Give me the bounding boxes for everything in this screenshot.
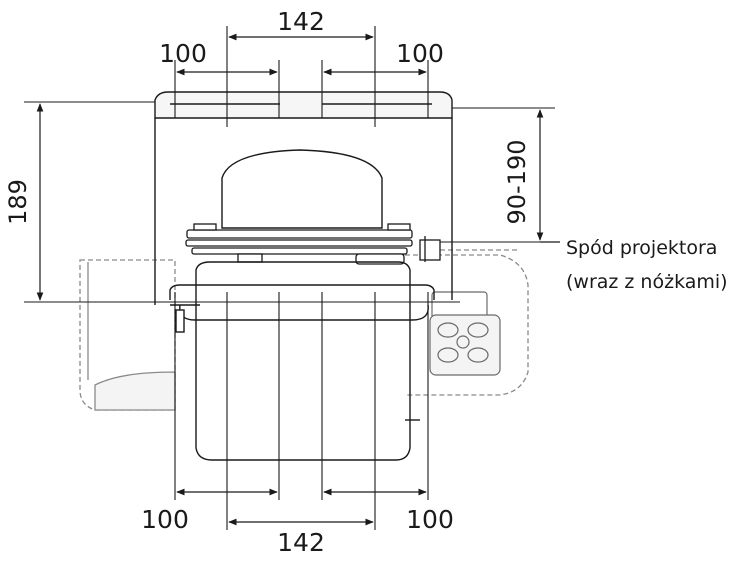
top-left-dimension-label: 100 bbox=[159, 39, 207, 68]
control-button-icon bbox=[437, 347, 459, 363]
dimension-arrows bbox=[36, 33, 560, 526]
bottom-left-dimension-label: 100 bbox=[141, 505, 189, 534]
projector-bottom-note-line2: (wraz z nóżkami) bbox=[566, 271, 728, 293]
projector-lens-area bbox=[87, 262, 176, 411]
top-right-dimension-label: 100 bbox=[396, 39, 444, 68]
extension-pipe bbox=[221, 149, 383, 229]
mounting-bracket bbox=[185, 223, 441, 265]
projector-body-outline bbox=[79, 249, 529, 411]
height-dimension-label: 189 bbox=[4, 179, 32, 225]
control-button-icon bbox=[467, 322, 489, 338]
projector-bottom-face bbox=[169, 261, 435, 461]
bottom-center-dimension-label: 142 bbox=[277, 528, 325, 556]
control-button-icon bbox=[467, 347, 489, 363]
adjustable-range-label: 90-190 bbox=[503, 139, 531, 224]
projector-bottom-note-line1: Spód projektora bbox=[566, 237, 717, 259]
bottom-right-dimension-label: 100 bbox=[406, 505, 454, 534]
control-button-icon bbox=[437, 322, 459, 338]
top-center-dimension-label: 142 bbox=[277, 7, 325, 36]
ceiling-plate bbox=[154, 91, 453, 305]
control-panel bbox=[429, 291, 501, 376]
